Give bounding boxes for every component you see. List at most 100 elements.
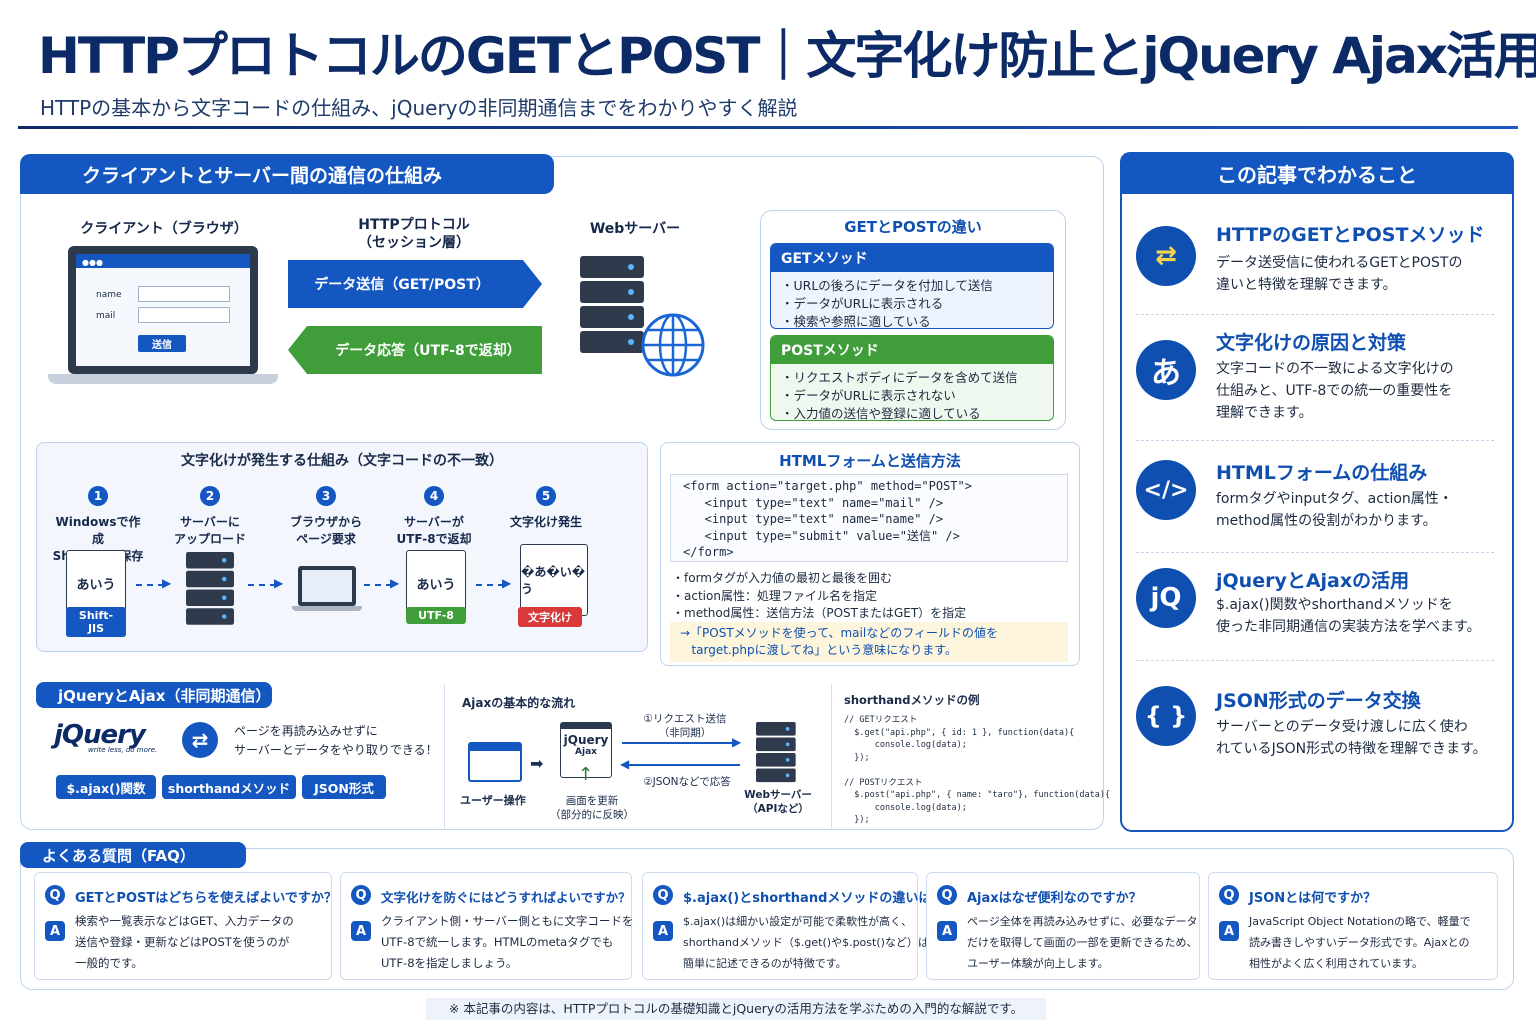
form-name-input[interactable] xyxy=(138,286,230,302)
mojibake-tag: 文字化け xyxy=(518,607,582,627)
step-4: 4 サーバーが UTF-8で返却 xyxy=(388,486,480,548)
ajax-flow-title: Ajaxの基本的な流れ xyxy=(462,696,576,710)
code-icon: </> xyxy=(1136,460,1196,520)
divider xyxy=(1136,552,1494,553)
swap-icon: ⇄ xyxy=(182,722,218,758)
sidebar-item-title: jQueryとAjaxの活用 xyxy=(1216,570,1410,592)
get-box: GETメソッド ・URLの後ろにデータを付加して送信 ・データがURLに表示され… xyxy=(770,243,1054,329)
flow-arrow xyxy=(476,584,504,586)
step-number: 1 xyxy=(88,486,108,506)
arrowhead-icon: ▶ xyxy=(390,576,400,590)
divider xyxy=(1136,440,1494,441)
footer-note: ※ 本記事の内容は、HTTPプロトコルの基礎知識とjQueryの活用方法を学ぶた… xyxy=(426,998,1046,1020)
question-icon: Q xyxy=(653,885,673,905)
jquery-logo-text: jQuery xyxy=(54,720,146,750)
sidebar-item-mojibake: あ 文字化けの原因と対策 文字コードの不一致による文字化けの 仕組みと、UTF-… xyxy=(1136,322,1496,432)
faq-question: JSONとは何ですか？ xyxy=(1249,891,1377,906)
icon-glyph: あ xyxy=(1151,356,1181,391)
jquery-header-text: jQueryとAjax（非同期通信） xyxy=(58,686,271,705)
step-text: 文字化け発生 xyxy=(509,515,582,529)
shorthand-code: // GETリクエスト $.get("api.php", { id: 1 }, … xyxy=(844,715,1111,825)
pill-json: JSON形式 xyxy=(302,775,386,799)
faq-answer: $.ajax()は細かい設定が可能で柔軟性が高く、 shorthandメソッド（… xyxy=(683,915,929,970)
page-subtitle: HTTPの基本から文字コードの仕組み、jQueryの非同期通信までをわかりやすく… xyxy=(40,96,798,120)
sidebar-item-title: HTTPのGETとPOSTメソッド xyxy=(1216,224,1485,246)
request-arrow xyxy=(622,742,738,744)
arrowhead-icon: ▶ xyxy=(274,576,284,590)
sidebar-item-desc: サーバーとのデータ受け渡しに広く使わ れているJSON形式の特徴を理解できます。 xyxy=(1216,719,1487,757)
sidebar-item-json: { } JSON形式のデータ交換 サーバーとのデータ受け渡しに広く使わ れている… xyxy=(1136,682,1496,792)
shorthand-title: shorthandメソッドの例 xyxy=(844,693,980,707)
icon-glyph: { } xyxy=(1144,702,1188,730)
faq-question: Ajaxはなぜ便利なのですか？ xyxy=(967,891,1142,906)
server-label: Webサーバー xyxy=(589,221,681,237)
protocol-label: HTTPプロトコル （セッション層） xyxy=(358,217,470,251)
send-arrow-label: データ送信（GET/POST） xyxy=(314,277,490,293)
jquery-header: jQueryとAjax（非同期通信） xyxy=(36,682,272,708)
htmlform-notes: ・formタグが入力値の最初と最後を囲む ・action属性：処理ファイル名を指… xyxy=(672,570,966,623)
braces-icon: { } xyxy=(1136,686,1196,746)
get-item: ・検索や参照に適している xyxy=(781,314,931,329)
answer-icon: A xyxy=(1219,921,1239,941)
webserver-label: Webサーバー （APIなど） xyxy=(744,789,812,815)
htmlform-explain: →「POSTメソッドを使って、mailなどのフィールドの値を target.ph… xyxy=(670,622,1068,662)
pill-ajax: $.ajax()関数 xyxy=(56,775,156,799)
pill-shorthand: shorthandメソッド xyxy=(162,775,296,799)
form-mail-input[interactable] xyxy=(138,307,230,323)
answer-icon: A xyxy=(937,921,957,941)
question-icon: Q xyxy=(937,885,957,905)
get-item: ・URLの後ろにデータを付加して送信 xyxy=(781,278,993,293)
response-arrow-label: データ応答（UTF-8で返却） xyxy=(335,343,521,359)
utf8-tag: UTF-8 xyxy=(406,607,466,624)
faq-item: Q Ajaxはなぜ便利なのですか？ A ページ全体を再読み込みせずに、必要なデー… xyxy=(926,872,1200,980)
browser-icon xyxy=(468,742,522,782)
form-submit-button[interactable]: 送信 xyxy=(138,335,186,352)
doc-text: あいう xyxy=(76,577,116,593)
faq-item: Q JSONとは何ですか？ A JavaScript Object Notati… xyxy=(1208,872,1498,980)
note-item: ・method属性：送信方法（POSTまたはGET）を指定 xyxy=(672,606,967,620)
shiftjis-tag: Shift-JIS xyxy=(66,607,126,637)
arrowhead-icon: ▶ xyxy=(732,735,742,749)
document-icon: あいう xyxy=(406,550,466,616)
form-mail-label: mail xyxy=(96,311,116,321)
get-item: ・データがURLに表示される xyxy=(781,296,944,311)
response-arrow: データ応答（UTF-8で返却） xyxy=(288,326,542,374)
step-number: 3 xyxy=(316,486,336,506)
sidebar-item-desc: $.ajax()関数やshorthandメソッドを 使った非同期通信の実装方法を… xyxy=(1216,597,1481,635)
header-divider xyxy=(18,126,1518,129)
answer-icon: A xyxy=(351,921,371,941)
faq-question: GETとPOSTはどちらを使えばよいですか？ xyxy=(75,891,337,906)
jquery-ajax-box: jQuery Ajax xyxy=(560,722,612,778)
question-icon: Q xyxy=(45,885,65,905)
faq-question: $.ajax()とshorthandメソッドの違いは？ xyxy=(683,891,945,906)
post-item: ・入力値の送信や登録に適している xyxy=(781,406,981,421)
client-label: クライアント（ブラウザ） xyxy=(80,221,248,237)
post-title: POSTメソッド xyxy=(771,336,1053,364)
sidebar-header: この記事でわかること xyxy=(1120,152,1514,194)
sidebar-item-getpost: ⇄ HTTPのGETとPOSTメソッド データ送受信に使われるGETとPOSTの… xyxy=(1136,214,1496,324)
step-text: ブラウザから ページ要求 xyxy=(289,515,362,546)
form-name-label: name xyxy=(96,290,122,300)
arrowhead-left-icon: ◀ xyxy=(620,757,630,771)
comm-header-text: クライアントとサーバー間の通信の仕組み xyxy=(82,164,443,187)
post-box: POSTメソッド ・リクエストボディにデータを含めて送信 ・データがURLに表示… xyxy=(770,335,1054,421)
flow-arrow xyxy=(248,584,276,586)
step-number: 4 xyxy=(424,486,444,506)
window-dots-icon: ●●● xyxy=(82,258,103,267)
faq-item: Q $.ajax()とshorthandメソッドの違いは？ A $.ajax()… xyxy=(642,872,944,980)
step-2: 2 サーバーに アップロード xyxy=(164,486,256,548)
faq-answer: クライアント側・サーバー側ともに文字コードを UTF-8で統一します。HTMLの… xyxy=(381,914,634,970)
jquery-desc: ページを再読み込みせずに サーバーとデータをやり取りできる！ xyxy=(234,724,438,757)
update-label: 画面を更新 （部分的に反映） xyxy=(550,795,634,821)
post-item: ・リクエストボディにデータを含めて送信 xyxy=(781,370,1018,385)
server-icon xyxy=(186,552,234,627)
question-icon: Q xyxy=(351,885,371,905)
step-text: サーバーが UTF-8で返却 xyxy=(396,515,472,546)
icon-glyph: jQ xyxy=(1150,583,1182,613)
arrowhead-icon: ▶ xyxy=(502,576,512,590)
faq-header: よくある質問（FAQ） xyxy=(20,842,246,868)
answer-icon: A xyxy=(45,921,65,941)
icon-glyph: ⇄ xyxy=(1155,241,1177,271)
response-line xyxy=(628,764,740,766)
note-item: ・action属性：処理ファイル名を指定 xyxy=(672,588,877,603)
